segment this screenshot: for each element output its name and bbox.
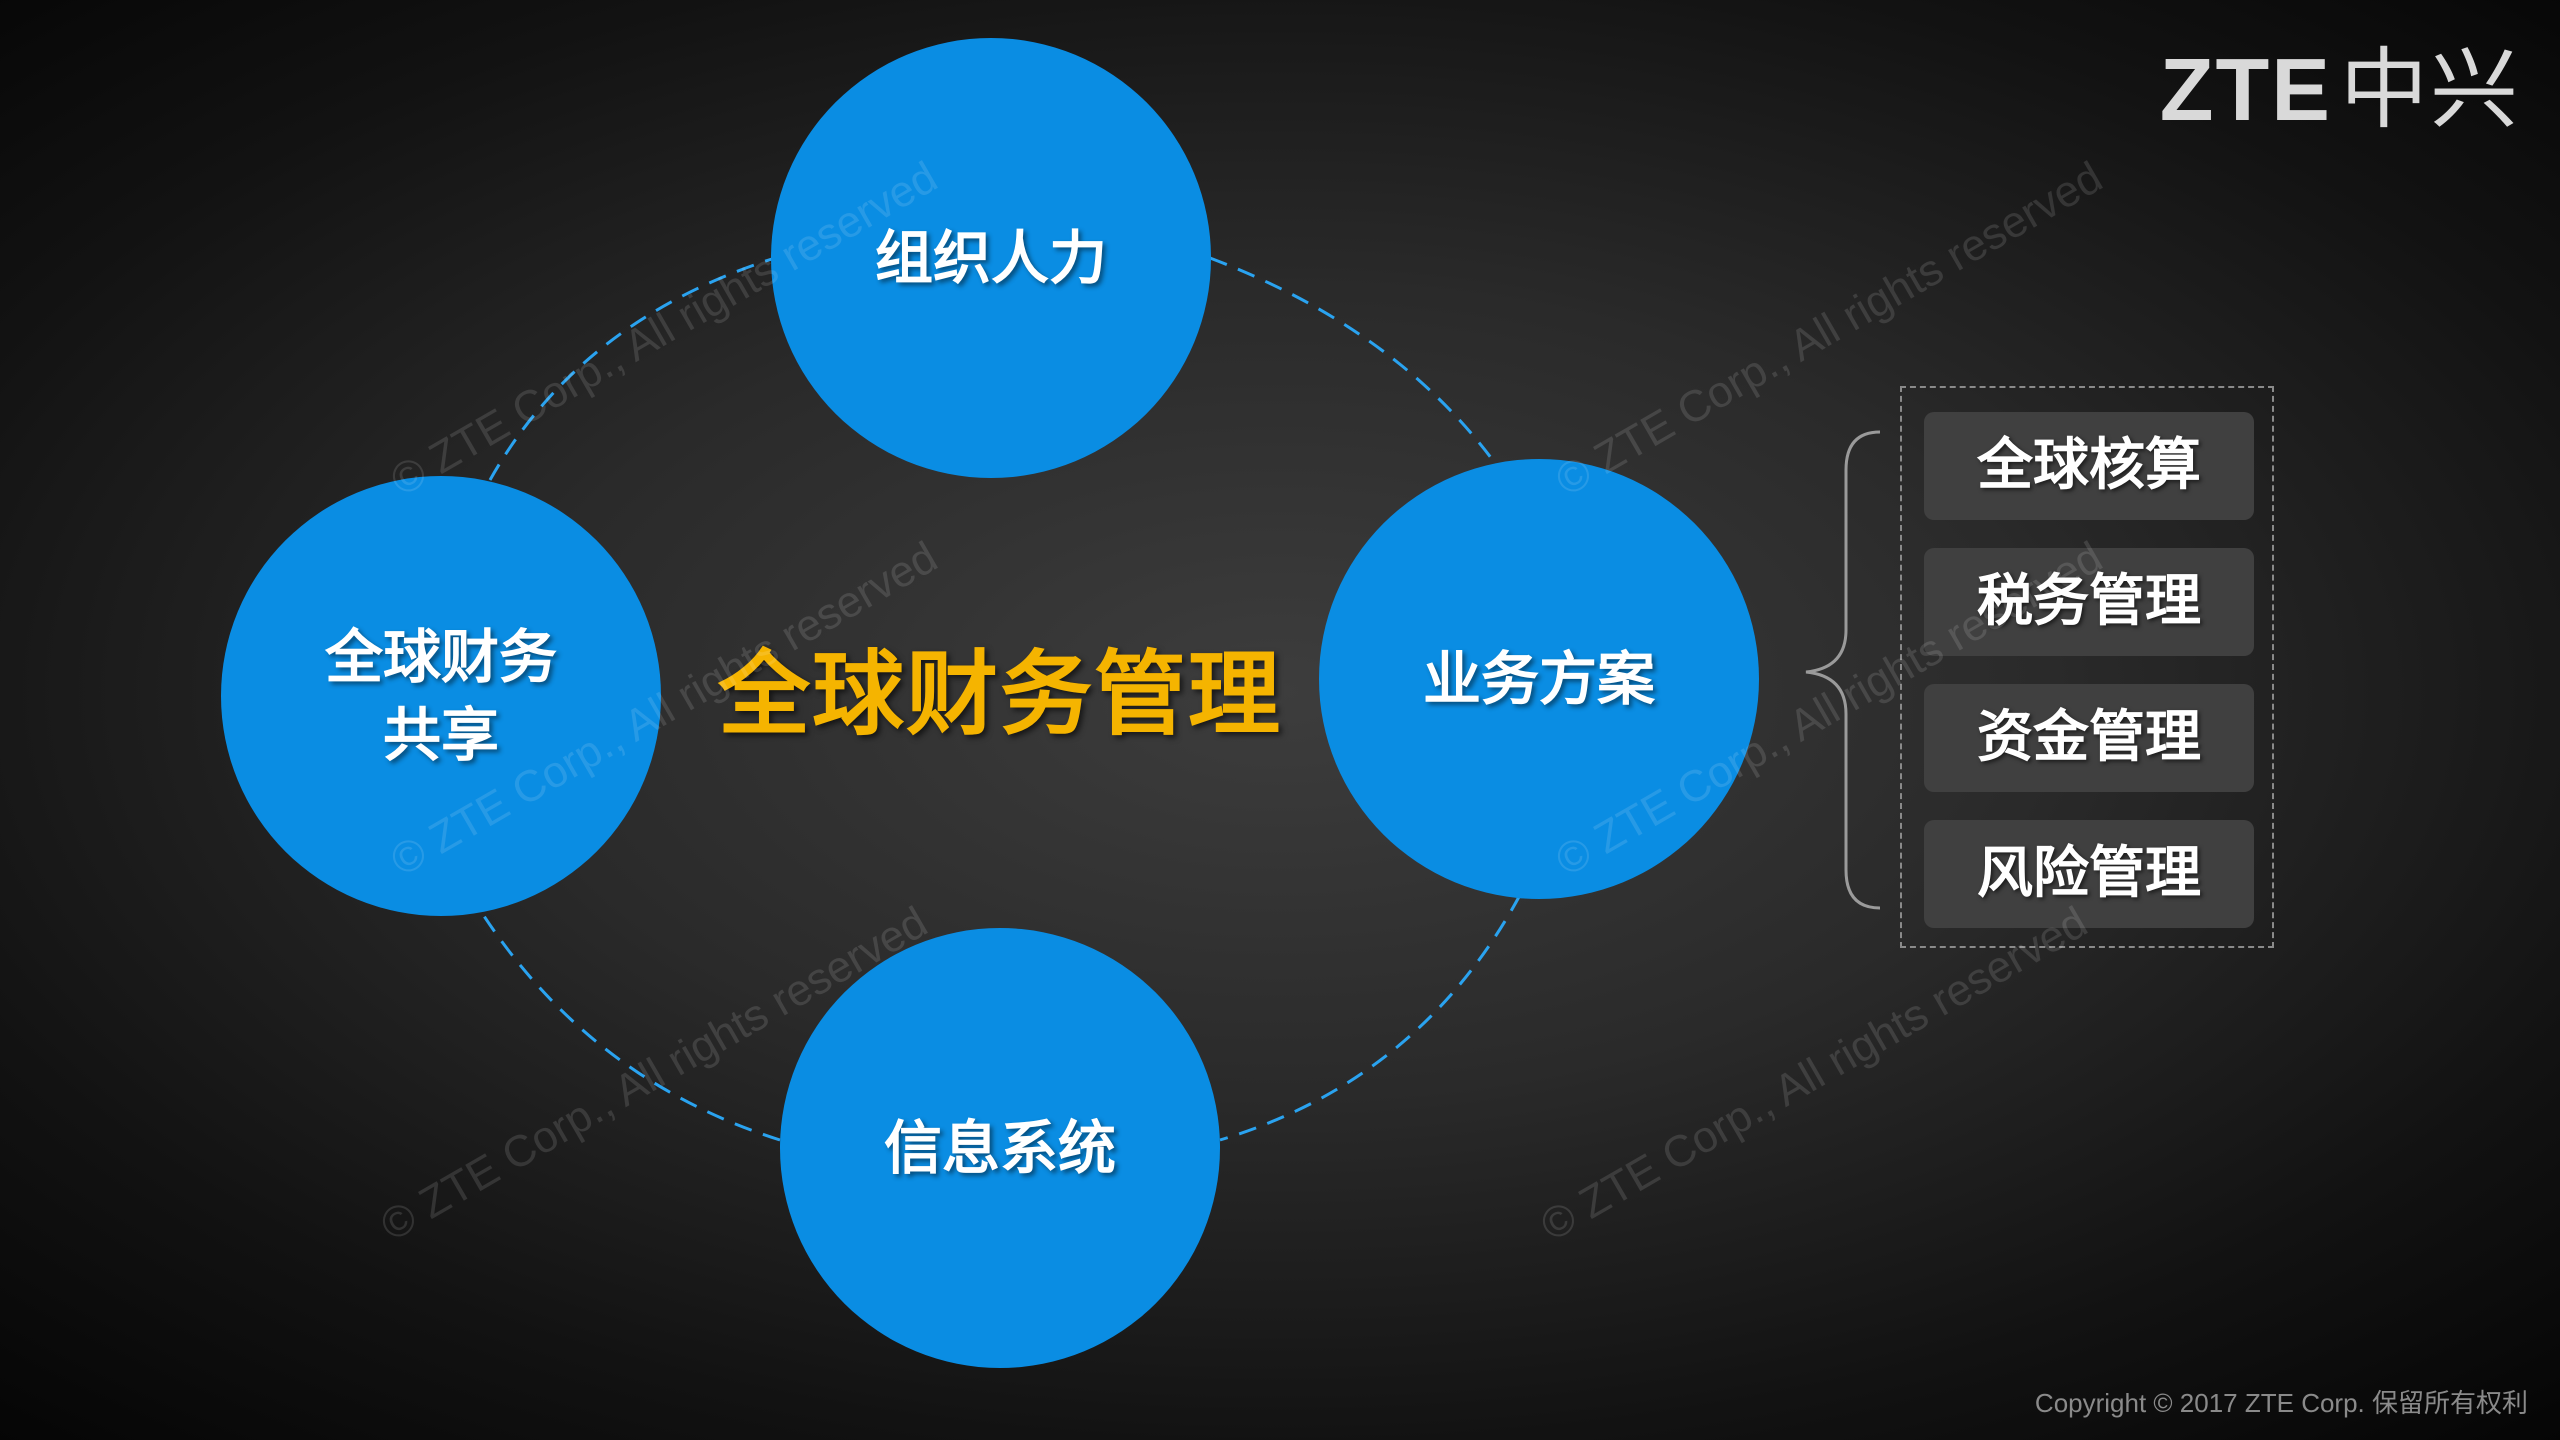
node-organization-hr: 组织人力	[771, 38, 1211, 478]
sub-items-panel: 全球核算 税务管理 资金管理 风险管理	[1900, 386, 2274, 948]
sub-item-treasury-management: 资金管理	[1924, 684, 2254, 792]
node-global-finance-sharing: 全球财务 共享	[221, 476, 661, 916]
center-title: 全球财务管理	[717, 641, 1282, 748]
node-information-systems: 信息系统	[780, 928, 1220, 1368]
connector-top-right	[1209, 256, 1502, 471]
node-organization-hr-label: 组织人力	[874, 224, 1107, 292]
zte-logo-latin: ZTE	[2159, 40, 2332, 139]
node-information-systems-label: 信息系统	[883, 1114, 1116, 1182]
connector-right-bottom	[1219, 894, 1522, 1142]
connector-left-top	[488, 256, 776, 481]
node-business-solutions: 业务方案	[1319, 459, 1759, 899]
node-global-finance-sharing-label-line2: 共享	[382, 701, 499, 769]
sub-item-risk-management: 风险管理	[1924, 820, 2254, 928]
zte-logo: ZTE中兴	[2160, 40, 2520, 140]
node-business-solutions-label: 业务方案	[1422, 645, 1655, 713]
connector-bottom-left	[478, 909, 781, 1142]
brace-icon	[1805, 430, 1881, 910]
sub-item-global-accounting: 全球核算	[1924, 412, 2254, 520]
node-global-finance-sharing-label-line1: 全球财务	[324, 623, 557, 691]
zte-logo-chinese: 中兴	[2339, 40, 2520, 139]
copyright-notice: Copyright © 2017 ZTE Corp. 保留所有权利	[2034, 1388, 2528, 1418]
sub-item-tax-management: 税务管理	[1924, 548, 2254, 656]
